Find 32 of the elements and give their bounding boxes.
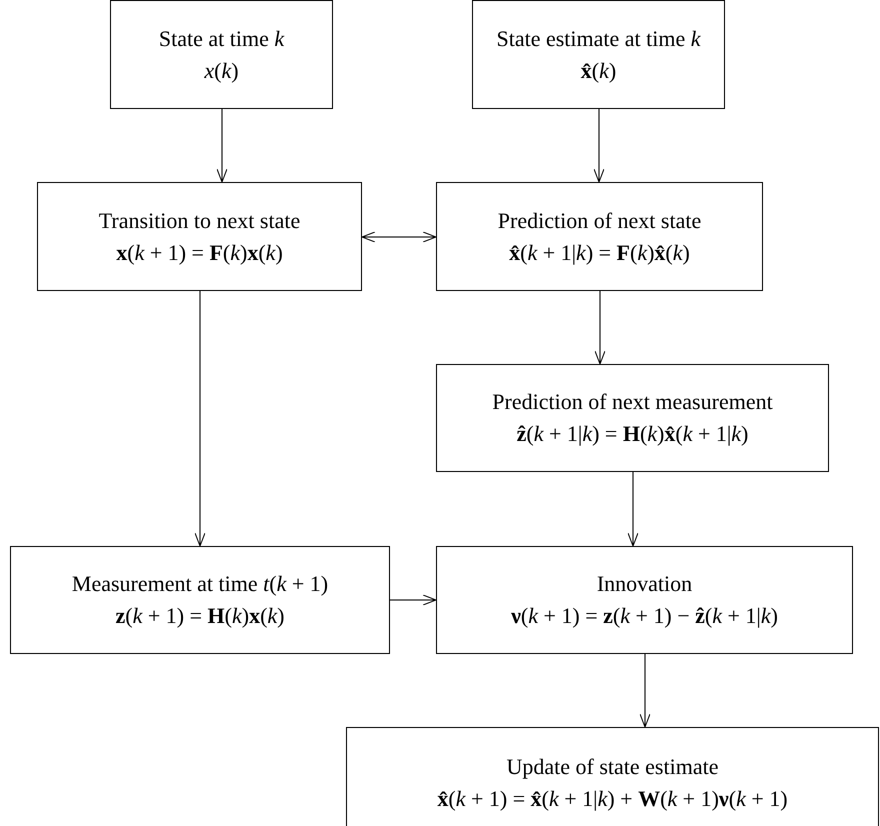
box-heading: Prediction of next state <box>498 206 702 234</box>
box-heading: Prediction of next measurement <box>492 388 773 416</box>
formula: x(k) <box>204 56 239 85</box>
process-box <box>472 0 725 109</box>
arrow <box>640 654 650 728</box>
box-heading: State at time k <box>158 24 284 52</box>
process-box <box>436 364 829 472</box>
formula: x(k + 1) = F(k)x(k) <box>116 238 283 267</box>
box-heading: Innovation <box>596 570 692 598</box>
box-heading: Transition to next state <box>98 206 300 234</box>
formula: z(k + 1) = H(k)x(k) <box>116 602 284 630</box>
formula: ẑ(k + 1|k) = H(k)x̂(k + 1|k) <box>516 420 748 448</box>
arrow <box>390 594 436 606</box>
process-box <box>10 546 390 654</box>
process-box <box>37 182 362 291</box>
arrow <box>594 290 606 364</box>
arrow <box>594 108 604 182</box>
process-box <box>110 0 333 109</box>
arrow <box>628 472 638 546</box>
arrow <box>216 108 228 182</box>
process-box <box>346 727 879 826</box>
box-heading: Update of state estimate <box>506 752 718 781</box>
arrow <box>362 232 436 242</box>
arrow <box>194 290 206 546</box>
box-heading: State estimate at time k <box>496 24 701 52</box>
formula: ν(k + 1) = z(k + 1) − ẑ(k + 1|k) <box>511 602 778 630</box>
formula: x̂(k) <box>580 56 616 85</box>
box-heading: Measurement at time t(k + 1) <box>72 570 328 598</box>
formula: x̂(k + 1|k) = F(k)x̂(k) <box>509 238 690 267</box>
process-box <box>436 182 763 291</box>
formula: x̂(k + 1) = x̂(k + 1|k) + W(k + 1)ν(k + 1) <box>437 784 788 813</box>
process-box <box>436 546 853 654</box>
